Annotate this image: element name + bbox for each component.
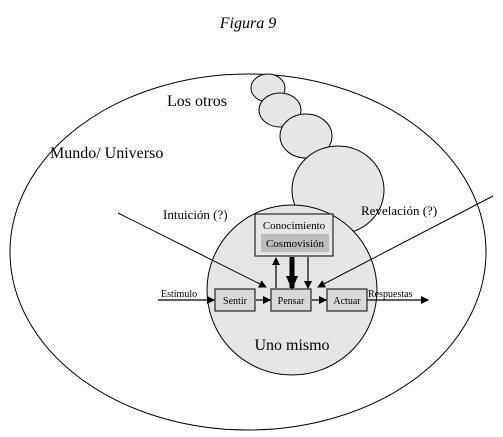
intuition-arrow	[117, 212, 267, 288]
intuition-label: Intuición (?)	[163, 207, 228, 222]
self-label: Uno mismo	[254, 337, 329, 354]
worldview-label: Cosmovisión	[266, 238, 325, 250]
knowledge-label: Conocimiento	[263, 220, 326, 232]
sentir-label: Sentir	[223, 296, 248, 307]
worldview-box	[261, 234, 329, 252]
revelation-arrow	[317, 195, 494, 288]
responses-label: Respuestas	[368, 289, 413, 300]
sentir-box	[214, 288, 256, 312]
stimulus-label: Estímulo	[161, 289, 197, 300]
universe-ellipse	[9, 73, 487, 431]
actuar-label: Actuar	[333, 296, 361, 307]
others-label: Los otros	[167, 93, 227, 110]
universe-label: Mundo/ Universo	[50, 145, 163, 162]
revelation-label: Revelación (?)	[361, 203, 437, 218]
pensar-label: Pensar	[278, 296, 305, 307]
figure-title: Figura 9	[219, 15, 276, 32]
